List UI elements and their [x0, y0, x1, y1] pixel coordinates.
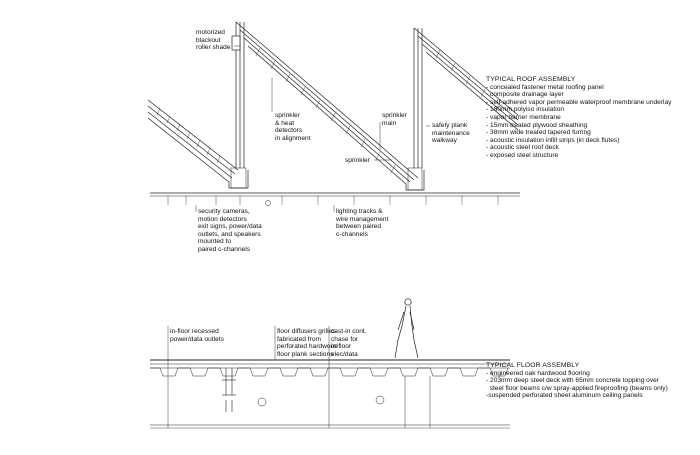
spec-item: - 38mm wide treated tapered furring	[486, 129, 591, 137]
callout-floor-diffusers: floor diffusers grilles fabricated from …	[277, 328, 338, 358]
callout-sprinkler-heat: sprinkler & heat detectors in alignment	[275, 112, 311, 142]
spec-item: - acoustic insulation infill strips (in …	[486, 136, 620, 144]
roof-slope-middle	[235, 21, 425, 191]
floor-deck-flutes	[150, 367, 509, 377]
roof-beam-line	[150, 192, 520, 206]
spec-item: steel floor beams c/w spray-applied fire…	[486, 384, 668, 392]
roof-slope-left	[147, 99, 249, 189]
spec-item: - 203mm deep steel deck with 65mm concre…	[486, 377, 659, 385]
spec-item: - self-adhered vapor permeable waterproo…	[486, 98, 672, 106]
callout-security: security cameras, motion detectors exit …	[198, 208, 262, 253]
callout-roller-shade: motorized blackout roller shade	[196, 29, 231, 52]
roof-section	[147, 21, 520, 212]
callout-walkway: safety plank maintenance walkway	[432, 122, 470, 145]
roof-assembly-title: TYPICAL ROOF ASSEMBLY	[486, 76, 576, 83]
floor-assembly-title: TYPICAL FLOOR ASSEMBLY	[486, 362, 580, 369]
callout-sprinkler: sprinkler	[345, 157, 370, 164]
spec-item: - engineered oak hardwood flooring	[486, 369, 590, 377]
callout-floor-chase: cast-in cont. chase for in-floor elec/da…	[331, 328, 367, 358]
callout-lighting: lighting tracks & wire management betwee…	[336, 208, 389, 238]
roof-slope-right	[413, 27, 519, 131]
callout-sprinkler-main: sprinkler main	[382, 112, 407, 127]
spec-item: - 180mm polyiso insulation	[486, 106, 565, 114]
clerestory-left	[231, 22, 245, 168]
spec-item: - concealed fastener metal roofing panel	[486, 83, 604, 91]
roof-leaders	[195, 45, 430, 212]
roof-assembly-spec: TYPICAL ROOF ASSEMBLY - concealed fasten…	[486, 76, 671, 160]
callout-floor-outlets: in-floor recessed power/data outlets	[170, 328, 224, 343]
spec-item: - composite drainage layer	[486, 91, 564, 99]
floor-section	[150, 326, 510, 429]
spec-item: - acoustic steel roof deck	[486, 144, 559, 152]
spec-item: - vapor barrier membrane	[486, 113, 561, 121]
floor-beams	[222, 368, 236, 412]
floor-assembly-spec: TYPICAL FLOOR ASSEMBLY - engineered oak …	[486, 362, 668, 400]
spec-item: - exposed steel structure	[486, 151, 559, 159]
human-figure	[394, 298, 419, 359]
spec-item: - 15mm treated plywood sheathing	[486, 121, 588, 129]
clerestory-right	[413, 28, 423, 168]
spec-item: -suspended perforated sheet aluminum cei…	[486, 392, 643, 400]
